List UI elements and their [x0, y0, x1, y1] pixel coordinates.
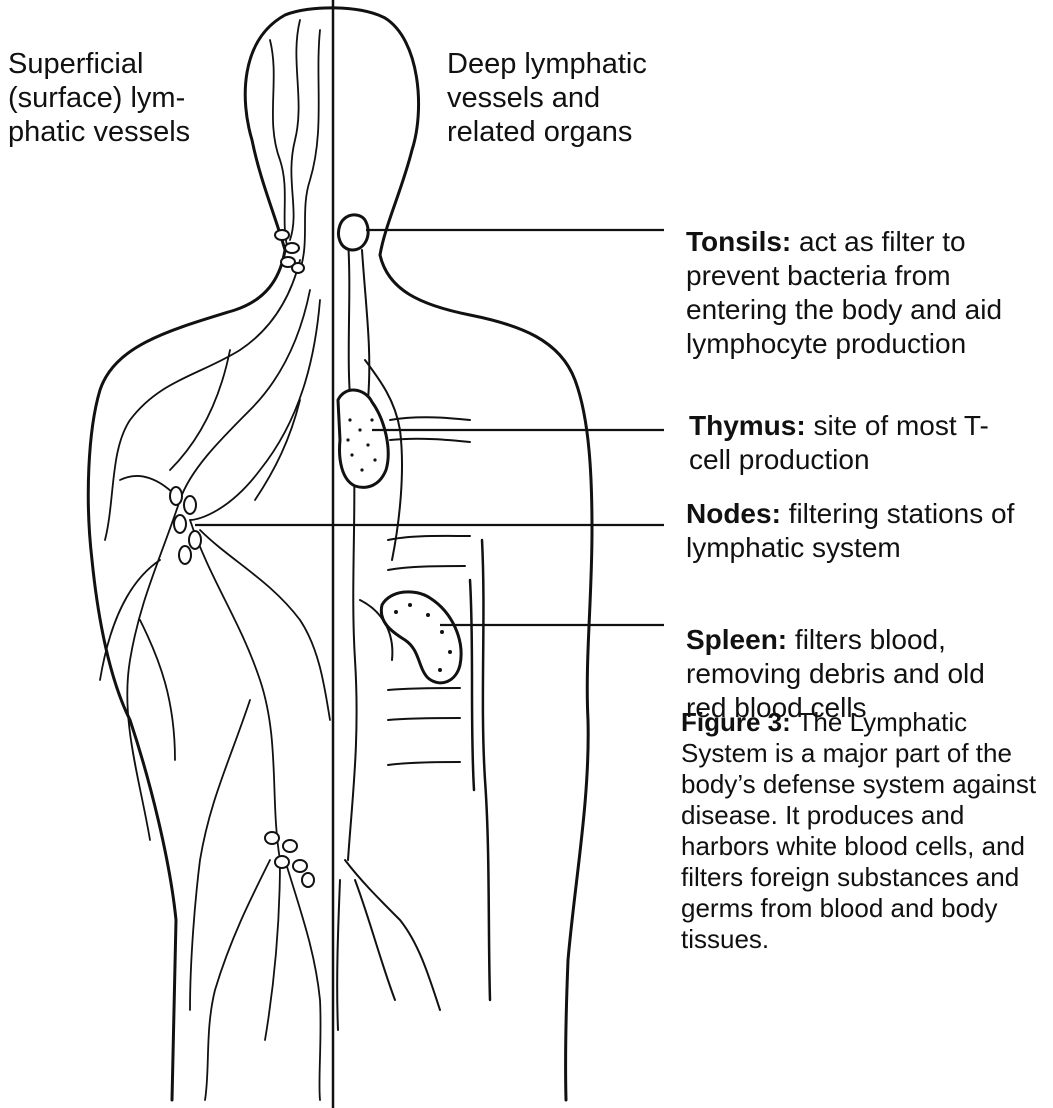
arm-line [482, 540, 490, 1000]
arm-line-2 [470, 580, 474, 790]
body-outline [88, 8, 592, 1100]
spleen-term: Spleen: [686, 624, 787, 655]
spleen-organ [381, 592, 461, 683]
thymus-organ [338, 390, 388, 487]
nodes-callout: Nodes: filtering stations of lymphatic s… [686, 497, 1046, 565]
caption-term: Figure 3: [681, 707, 791, 737]
thymus-term: Thymus: [689, 410, 806, 441]
deep-vessels-heading: Deep lymphatic vessels and related organ… [447, 47, 647, 149]
superficial-vessels-heading: Superficial (surface) lym- phatic vessel… [8, 47, 190, 149]
tonsils-term: Tonsils: [686, 226, 791, 257]
tonsils-callout: Tonsils: act as filter to prevent bacter… [686, 225, 1051, 361]
caption-text: The Lymphatic System is a major part of … [681, 707, 1036, 954]
superficial-vessels [100, 20, 330, 1100]
thymus-callout: Thymus: site of most T-cell production [689, 409, 1019, 477]
tonsil-organ [339, 215, 369, 250]
superficial-nodes [170, 230, 314, 887]
figure-caption: Figure 3: The Lymphatic System is a majo… [681, 707, 1051, 955]
nodes-term: Nodes: [686, 498, 781, 529]
